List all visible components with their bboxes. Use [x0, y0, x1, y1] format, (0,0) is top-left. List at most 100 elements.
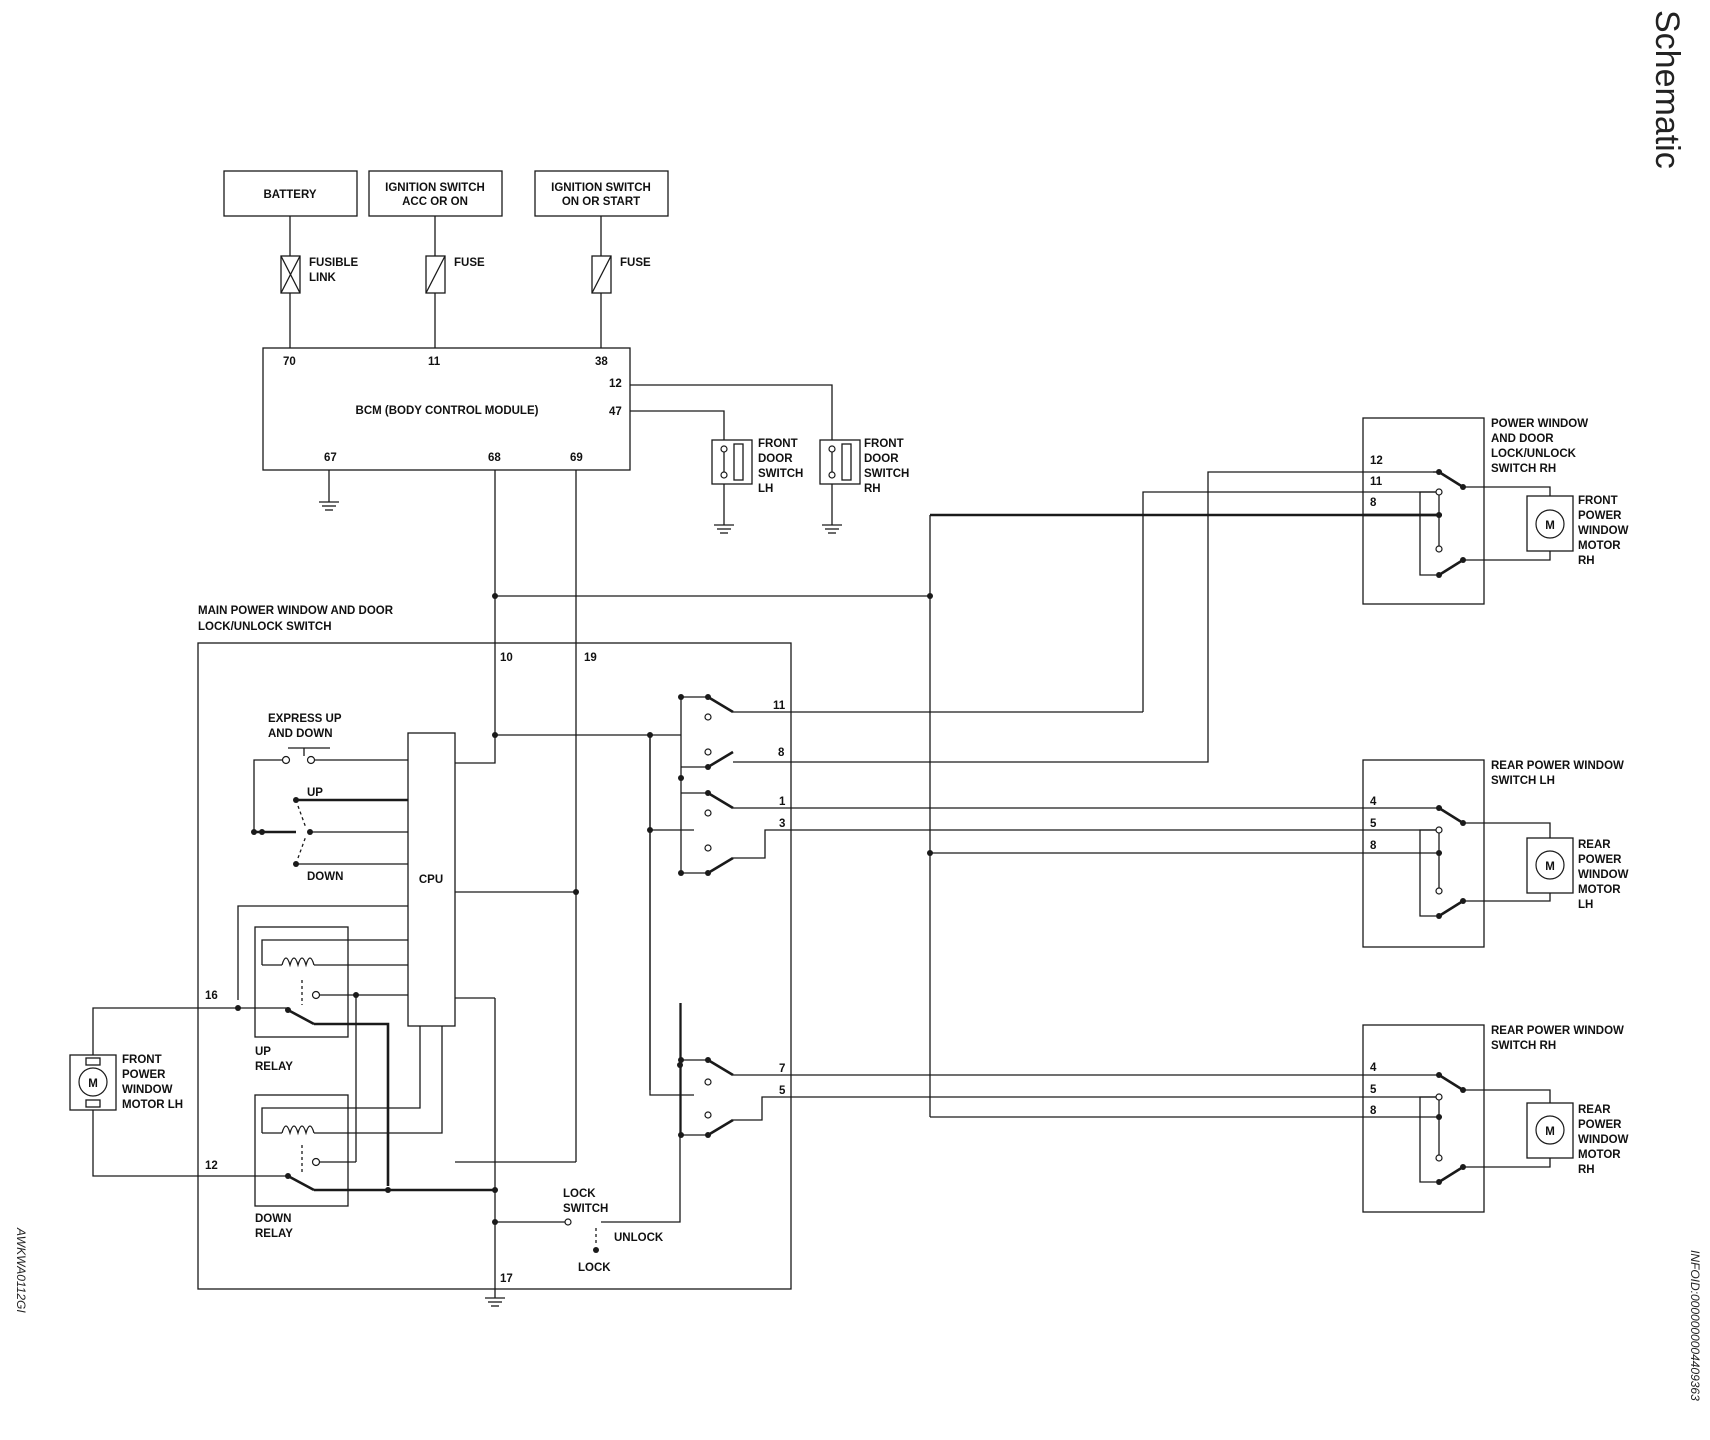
svg-text:SWITCH RH: SWITCH RH	[1491, 463, 1556, 475]
lock-switch: LOCK SWITCH UNLOCK LOCK	[495, 1003, 683, 1274]
bcm-ground-icon	[319, 470, 339, 511]
svg-text:SWITCH RH: SWITCH RH	[1491, 1040, 1556, 1052]
svg-text:POWER: POWER	[1578, 854, 1622, 866]
svg-text:MOTOR: MOTOR	[1578, 1149, 1621, 1161]
svg-text:EXPRESS UP: EXPRESS UP	[268, 713, 342, 725]
rear-rh-switch-bank: 7 5	[649, 735, 1442, 1138]
svg-text:12: 12	[205, 1160, 218, 1172]
svg-text:M: M	[1545, 1126, 1555, 1138]
svg-text:ON OR START: ON OR START	[562, 196, 640, 208]
cpu-block: CPU	[407, 732, 456, 1027]
svg-text:WINDOW: WINDOW	[122, 1084, 173, 1096]
front-door-switch-lh: FRONT DOOR SWITCH LH	[711, 438, 803, 534]
svg-text:11: 11	[428, 356, 441, 368]
svg-text:67: 67	[324, 452, 337, 464]
svg-text:LH: LH	[758, 483, 773, 495]
svg-text:WINDOW: WINDOW	[1578, 869, 1629, 881]
svg-text:UP: UP	[255, 1046, 271, 1058]
front-door-switch-rh: FRONT DOOR SWITCH RH	[819, 438, 909, 534]
svg-text:MOTOR: MOTOR	[1578, 884, 1621, 896]
rear-rh-window-switch: REAR POWER WINDOW SWITCH RH 4 5 8	[1362, 1024, 1624, 1213]
svg-text:UNLOCK: UNLOCK	[614, 1232, 664, 1244]
bcm-module: BCM (BODY CONTROL MODULE) 70 11 38 12 47…	[262, 347, 631, 471]
down-relay: DOWN RELAY	[254, 995, 498, 1240]
svg-text:RELAY: RELAY	[255, 1228, 293, 1240]
svg-text:LOCK: LOCK	[578, 1262, 611, 1274]
battery-box: BATTERY	[223, 170, 358, 217]
svg-text:4: 4	[1370, 796, 1377, 808]
svg-text:RH: RH	[864, 483, 881, 495]
svg-text:MAIN POWER WINDOW AND DOOR: MAIN POWER WINDOW AND DOOR	[198, 605, 394, 617]
svg-text:LOCK: LOCK	[563, 1188, 596, 1200]
svg-text:POWER: POWER	[1578, 510, 1622, 522]
svg-text:8: 8	[778, 747, 785, 759]
svg-text:69: 69	[570, 452, 583, 464]
svg-text:1: 1	[779, 796, 786, 808]
svg-text:WINDOW: WINDOW	[1578, 1134, 1629, 1146]
svg-text:12: 12	[1370, 455, 1383, 467]
svg-text:7: 7	[779, 1063, 785, 1075]
svg-text:CPU: CPU	[419, 874, 443, 886]
ignition-on-box: IGNITION SWITCH ON OR START	[534, 170, 669, 217]
svg-text:FRONT: FRONT	[758, 438, 798, 450]
svg-text:SWITCH: SWITCH	[758, 468, 803, 480]
svg-text:AND DOWN: AND DOWN	[268, 728, 333, 740]
front-motor-lh: M FRONT POWER WINDOW MOTOR LH	[69, 1054, 183, 1111]
svg-text:ACC OR ON: ACC OR ON	[402, 196, 468, 208]
svg-text:REAR POWER WINDOW: REAR POWER WINDOW	[1491, 1025, 1624, 1037]
svg-text:5: 5	[779, 1085, 786, 1097]
svg-text:LH: LH	[1578, 899, 1593, 911]
front-motor-rh: M FRONT POWER WINDOW MOTOR RH	[1526, 495, 1629, 567]
svg-text:MOTOR: MOTOR	[1578, 540, 1621, 552]
svg-text:WINDOW: WINDOW	[1578, 525, 1629, 537]
svg-text:POWER: POWER	[122, 1069, 166, 1081]
svg-text:8: 8	[1370, 1105, 1377, 1117]
fusible-link: FUSIBLE LINK	[280, 255, 359, 294]
rear-lh-window-switch: REAR POWER WINDOW SWITCH LH 4 5 8	[1362, 759, 1624, 948]
front-rh-switch-bank: 11 8 1 3	[647, 471, 1442, 1090]
svg-text:RH: RH	[1578, 1164, 1595, 1176]
svg-text:RH: RH	[1578, 555, 1595, 567]
svg-text:68: 68	[488, 452, 501, 464]
svg-text:FUSE: FUSE	[454, 257, 485, 269]
svg-text:FRONT: FRONT	[1578, 495, 1618, 507]
svg-text:47: 47	[609, 406, 622, 418]
svg-text:RELAY: RELAY	[255, 1061, 293, 1073]
svg-text:FRONT: FRONT	[864, 438, 904, 450]
svg-text:5: 5	[1370, 818, 1377, 830]
svg-text:FUSE: FUSE	[620, 257, 651, 269]
svg-text:4: 4	[1370, 1062, 1377, 1074]
svg-text:M: M	[1545, 861, 1555, 873]
page-title: Schematic	[1648, 10, 1686, 169]
svg-text:MOTOR LH: MOTOR LH	[122, 1099, 183, 1111]
front-rh-window-switch: POWER WINDOW AND DOOR LOCK/UNLOCK SWITCH…	[1362, 417, 1588, 605]
info-id: INFOID:0000000004409363	[1688, 1250, 1702, 1401]
svg-text:LINK: LINK	[309, 272, 337, 284]
svg-text:70: 70	[283, 356, 296, 368]
fuse-on: FUSE	[591, 255, 651, 294]
svg-text:AND DOOR: AND DOOR	[1491, 433, 1554, 445]
svg-text:DOWN: DOWN	[307, 871, 343, 883]
svg-text:M: M	[1545, 520, 1555, 532]
svg-text:LOCK/UNLOCK: LOCK/UNLOCK	[1491, 448, 1577, 460]
svg-text:POWER: POWER	[1578, 1119, 1622, 1131]
svg-text:12: 12	[609, 378, 622, 390]
svg-text:17: 17	[500, 1273, 513, 1285]
svg-text:10: 10	[500, 652, 513, 664]
svg-text:UP: UP	[307, 787, 323, 799]
svg-text:DOOR: DOOR	[758, 453, 793, 465]
svg-text:38: 38	[595, 356, 608, 368]
svg-text:SWITCH: SWITCH	[563, 1203, 608, 1215]
svg-text:DOWN: DOWN	[255, 1213, 291, 1225]
svg-text:19: 19	[584, 652, 597, 664]
rear-motor-lh: M REAR POWER WINDOW MOTOR LH	[1526, 837, 1629, 911]
svg-text:3: 3	[779, 818, 785, 830]
svg-text:16: 16	[205, 990, 218, 1002]
rear-motor-rh: M REAR POWER WINDOW MOTOR RH	[1526, 1102, 1629, 1176]
svg-text:REAR: REAR	[1578, 839, 1611, 851]
svg-text:11: 11	[1370, 476, 1383, 488]
svg-text:5: 5	[1370, 1084, 1377, 1096]
express-switch: EXPRESS UP AND DOWN	[253, 713, 408, 832]
svg-text:IGNITION SWITCH: IGNITION SWITCH	[385, 182, 485, 194]
up-down-switch: UP DOWN	[251, 787, 408, 883]
